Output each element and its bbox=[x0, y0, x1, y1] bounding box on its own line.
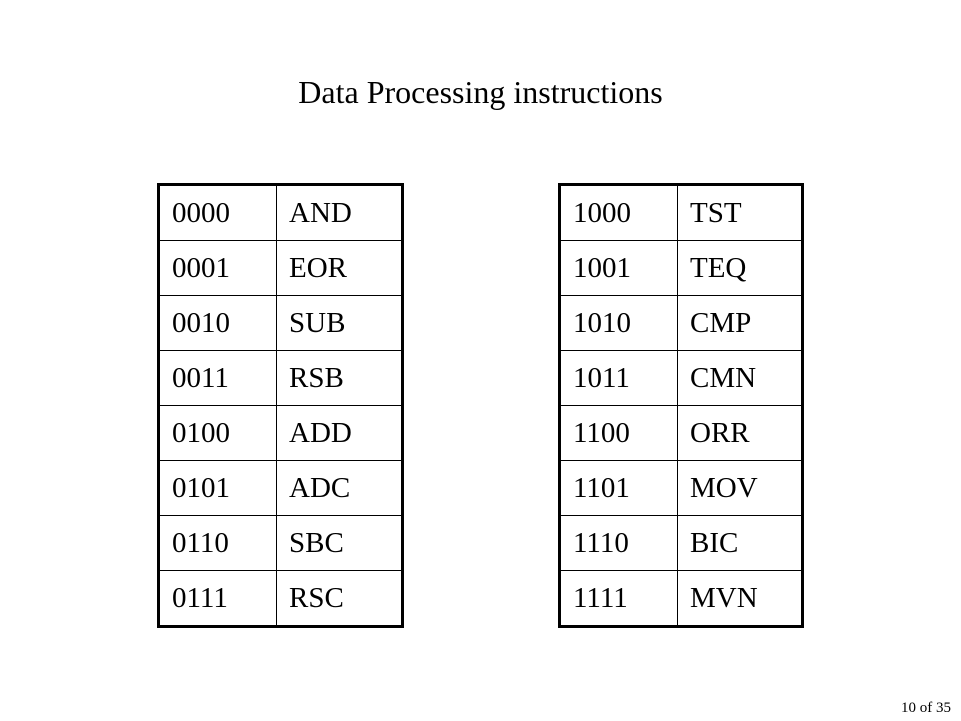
table-row: 1100 ORR bbox=[559, 405, 803, 461]
mnemonic-cell: MOV bbox=[677, 460, 803, 516]
slide-title-text: Data Processing instructions bbox=[298, 74, 663, 110]
table-row: 1011 CMN bbox=[559, 350, 803, 406]
mnemonic-cell: BIC bbox=[677, 515, 803, 571]
opcode-cell: 0001 bbox=[158, 240, 277, 296]
mnemonic-cell: CMP bbox=[677, 295, 803, 351]
table-row: 1000 TST bbox=[559, 184, 803, 241]
opcode-cell: 0100 bbox=[158, 405, 277, 461]
table-row: 0100 ADD bbox=[158, 405, 403, 461]
opcode-table-left: 0000 AND 0001 EOR 0010 SUB 0011 RSB 0100… bbox=[157, 183, 404, 628]
table-row: 0000 AND bbox=[158, 184, 403, 241]
table-row: 1101 MOV bbox=[559, 460, 803, 516]
table-row: 0001 EOR bbox=[158, 240, 403, 296]
opcode-cell: 1010 bbox=[559, 295, 678, 351]
opcode-cell: 1111 bbox=[559, 570, 678, 627]
mnemonic-cell: SBC bbox=[276, 515, 403, 571]
table-row: 1110 BIC bbox=[559, 515, 803, 571]
opcode-cell: 0011 bbox=[158, 350, 277, 406]
opcode-cell: 0101 bbox=[158, 460, 277, 516]
table-row: 1010 CMP bbox=[559, 295, 803, 351]
opcode-cell: 0000 bbox=[158, 184, 277, 241]
mnemonic-cell: TEQ bbox=[677, 240, 803, 296]
opcode-cell: 0010 bbox=[158, 295, 277, 351]
opcode-table-left-body: 0000 AND 0001 EOR 0010 SUB 0011 RSB 0100… bbox=[158, 184, 403, 627]
slide-title: Data Processing instructions bbox=[0, 70, 961, 114]
mnemonic-cell: ADC bbox=[276, 460, 403, 516]
opcode-cell: 1000 bbox=[559, 184, 678, 241]
mnemonic-cell: ORR bbox=[677, 405, 803, 461]
table-row: 0011 RSB bbox=[158, 350, 403, 406]
mnemonic-cell: ADD bbox=[276, 405, 403, 461]
opcode-cell: 0110 bbox=[158, 515, 277, 571]
mnemonic-cell: MVN bbox=[677, 570, 803, 627]
opcode-cell: 1110 bbox=[559, 515, 678, 571]
table-row: 0111 RSC bbox=[158, 570, 403, 627]
opcode-table-right-body: 1000 TST 1001 TEQ 1010 CMP 1011 CMN 1100… bbox=[559, 184, 803, 627]
mnemonic-cell: EOR bbox=[276, 240, 403, 296]
table-row: 1001 TEQ bbox=[559, 240, 803, 296]
mnemonic-cell: SUB bbox=[276, 295, 403, 351]
page-indicator: 10 of 35 bbox=[901, 700, 951, 716]
opcode-table-right: 1000 TST 1001 TEQ 1010 CMP 1011 CMN 1100… bbox=[558, 183, 804, 628]
table-row: 0101 ADC bbox=[158, 460, 403, 516]
mnemonic-cell: TST bbox=[677, 184, 803, 241]
opcode-cell: 0111 bbox=[158, 570, 277, 627]
opcode-cell: 1101 bbox=[559, 460, 678, 516]
table-row: 1111 MVN bbox=[559, 570, 803, 627]
opcode-cell: 1011 bbox=[559, 350, 678, 406]
mnemonic-cell: CMN bbox=[677, 350, 803, 406]
opcode-cell: 1100 bbox=[559, 405, 678, 461]
table-row: 0110 SBC bbox=[158, 515, 403, 571]
opcode-cell: 1001 bbox=[559, 240, 678, 296]
mnemonic-cell: RSC bbox=[276, 570, 403, 627]
mnemonic-cell: RSB bbox=[276, 350, 403, 406]
table-row: 0010 SUB bbox=[158, 295, 403, 351]
mnemonic-cell: AND bbox=[276, 184, 403, 241]
